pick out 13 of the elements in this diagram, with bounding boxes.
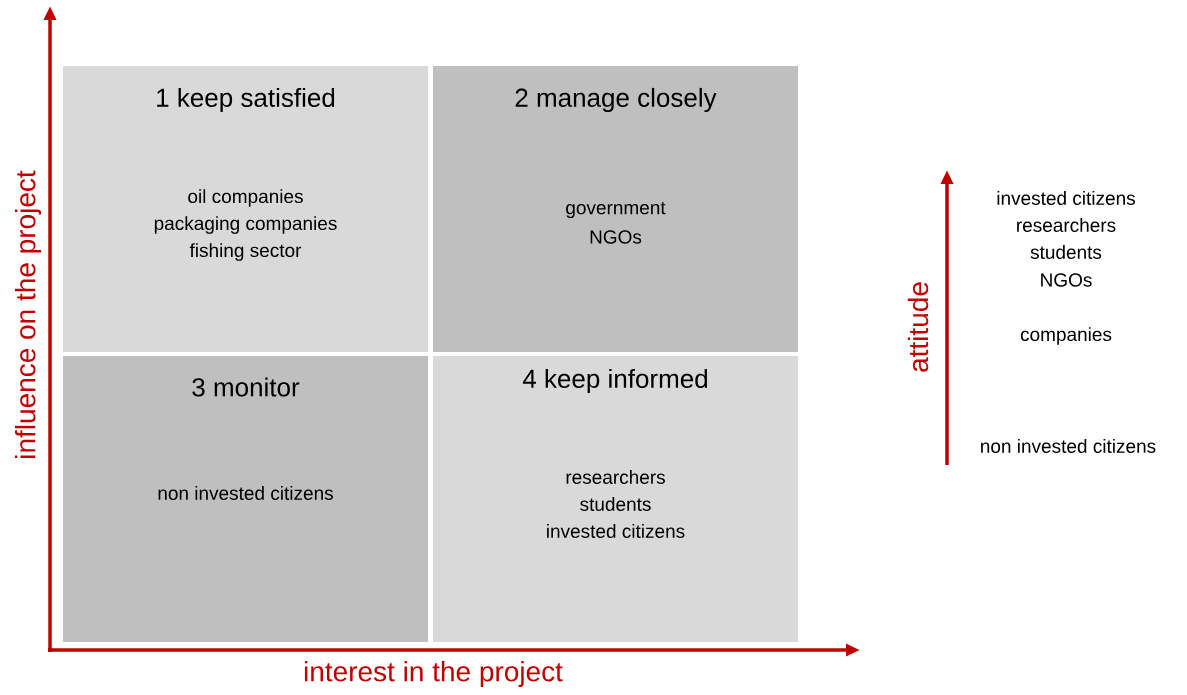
quadrant-box: 2 manage closely government NGOs xyxy=(433,66,798,352)
quadrant-box: 4 keep informed researchers students invested citizens xyxy=(433,356,798,642)
list-item: students xyxy=(1030,245,1102,259)
list-item: non invested citizens xyxy=(981,439,1156,453)
quadrant-box: 3 monitor non invested citizens xyxy=(63,356,428,642)
list-item: companies xyxy=(1020,327,1112,345)
quadrant-box: 1 keep satisfied oil companies packaging companies fishing sector xyxy=(63,66,428,352)
list-item: researchers xyxy=(1017,218,1116,232)
axis-title: interest in the project xyxy=(304,660,563,688)
axis-title: influence on the project xyxy=(14,170,42,458)
axis-title: attitude xyxy=(907,282,929,372)
list-item: invested citizens xyxy=(997,191,1135,205)
list-item: NGOs xyxy=(1041,273,1092,287)
